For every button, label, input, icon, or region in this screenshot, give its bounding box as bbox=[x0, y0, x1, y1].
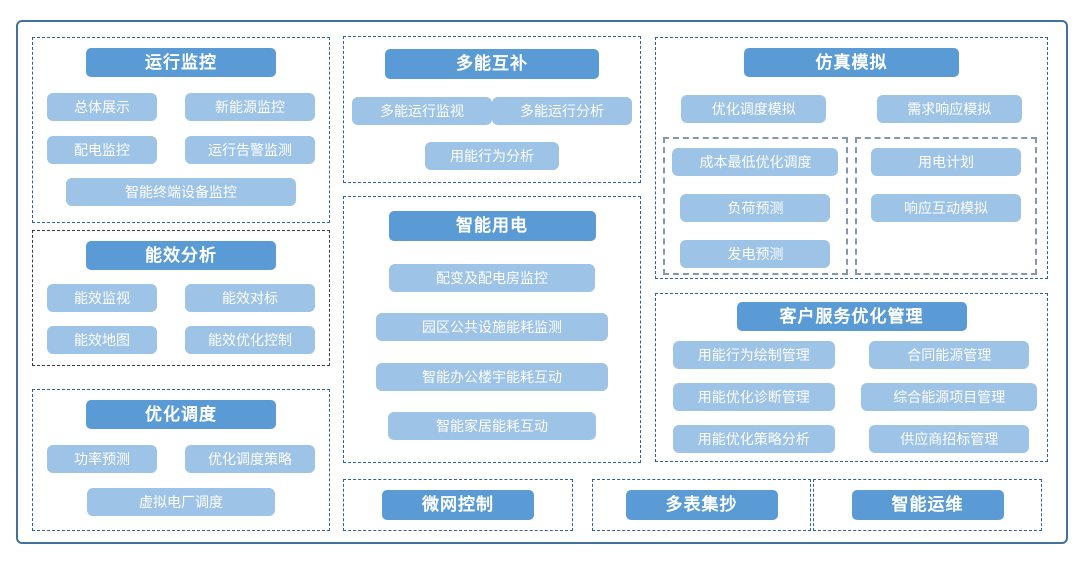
module-item: 能效对标 bbox=[185, 284, 315, 312]
section-title-energy-efficiency-analysis: 能效分析 bbox=[86, 241, 276, 270]
module-row: 多能运行监视 多能运行分析 bbox=[344, 97, 640, 125]
section-title-smart-power-use: 智能用电 bbox=[388, 211, 596, 241]
section-optimization-dispatch: 优化调度 功率预测 优化调度策略 虚拟电厂调度 bbox=[32, 389, 330, 531]
module-item: 合同能源管理 bbox=[869, 341, 1030, 369]
module-column: 配变及配电房监控 园区公共设施能耗监测 智能办公楼宇能耗互动 智能家居能耗互动 bbox=[344, 243, 640, 461]
section-energy-efficiency-analysis: 能效分析 能效监视 能效对标 能效地图 能效优化控制 bbox=[32, 230, 330, 366]
section-title-multi-meter-reading: 多表集抄 bbox=[625, 490, 778, 520]
section-multi-meter-reading: 多表集抄 bbox=[592, 479, 811, 531]
module-item: 发电预测 bbox=[680, 240, 831, 268]
module-item: 能效地图 bbox=[47, 326, 157, 354]
module-item: 园区公共设施能耗监测 bbox=[376, 313, 608, 342]
module-row: 用能行为分析 bbox=[344, 142, 640, 170]
section-title-customer-service-optimization: 客户服务优化管理 bbox=[736, 302, 967, 331]
section-customer-service-optimization: 客户服务优化管理 用能行为绘制管理 合同能源管理 用能优化诊断管理 综合能源项目… bbox=[655, 293, 1048, 462]
module-grid: 用能行为绘制管理 合同能源管理 用能优化诊断管理 综合能源项目管理 用能优化策略… bbox=[656, 341, 1047, 453]
module-row: 总体展示 新能源监控 bbox=[33, 93, 329, 121]
section-smart-power-use: 智能用电 配变及配电房监控 园区公共设施能耗监测 智能办公楼宇能耗互动 智能家居… bbox=[343, 196, 641, 463]
section-title-operation-monitoring: 运行监控 bbox=[86, 48, 276, 77]
section-title-smart-operations: 智能运维 bbox=[851, 490, 1004, 520]
module-row: 功率预测 优化调度策略 bbox=[33, 445, 329, 473]
module-item: 供应商招标管理 bbox=[869, 425, 1030, 453]
module-item: 新能源监控 bbox=[185, 93, 315, 121]
module-row: 虚拟电厂调度 bbox=[33, 488, 329, 516]
module-item: 运行告警监测 bbox=[185, 136, 315, 164]
module-item: 响应互动模拟 bbox=[870, 194, 1021, 222]
module-item: 智能家居能耗互动 bbox=[388, 411, 596, 440]
simulation-subgroups: 成本最低优化调度 负荷预测 发电预测 用电计划 响应互动模拟 bbox=[656, 137, 1047, 275]
module-item: 需求响应模拟 bbox=[876, 95, 1022, 123]
module-row: 能效监视 能效对标 bbox=[33, 284, 329, 312]
subgroup-response-simulation: 用电计划 响应互动模拟 bbox=[854, 137, 1037, 275]
module-item: 负荷预测 bbox=[680, 194, 831, 222]
module-item: 用能优化策略分析 bbox=[672, 425, 835, 453]
section-multi-energy-complementation: 多能互补 多能运行监视 多能运行分析 用能行为分析 bbox=[343, 36, 641, 183]
module-item: 虚拟电厂调度 bbox=[87, 488, 275, 516]
module-item: 智能终端设备监控 bbox=[66, 178, 296, 206]
section-title-simulation: 仿真模拟 bbox=[744, 48, 959, 77]
section-title-optimization-dispatch: 优化调度 bbox=[86, 400, 276, 429]
module-item: 多能运行监视 bbox=[352, 97, 492, 125]
outer-frame bbox=[16, 20, 1068, 544]
section-operation-monitoring: 运行监控 总体展示 新能源监控 配电监控 运行告警监测 智能终端设备监控 bbox=[32, 37, 330, 223]
module-item: 配电监控 bbox=[47, 136, 157, 164]
module-item: 功率预测 bbox=[47, 445, 157, 473]
subgroup-dispatch-simulation: 成本最低优化调度 负荷预测 发电预测 bbox=[663, 137, 848, 275]
module-item: 能效优化控制 bbox=[185, 326, 315, 354]
module-item: 优化调度策略 bbox=[185, 445, 315, 473]
module-item: 优化调度模拟 bbox=[681, 95, 827, 123]
module-item: 总体展示 bbox=[47, 93, 157, 121]
module-item: 用能行为绘制管理 bbox=[672, 341, 835, 369]
module-item: 配变及配电房监控 bbox=[389, 264, 595, 293]
module-item: 用能优化诊断管理 bbox=[672, 383, 835, 411]
module-row: 能效地图 能效优化控制 bbox=[33, 326, 329, 354]
module-item: 能效监视 bbox=[47, 284, 157, 312]
module-item: 成本最低优化调度 bbox=[672, 148, 839, 176]
module-row: 优化调度模拟 需求响应模拟 bbox=[656, 95, 1047, 123]
section-microgrid-control: 微网控制 bbox=[343, 479, 573, 531]
module-item: 多能运行分析 bbox=[492, 97, 632, 125]
module-item: 用能行为分析 bbox=[425, 142, 559, 170]
module-row: 智能终端设备监控 bbox=[33, 178, 329, 206]
module-row: 配电监控 运行告警监测 bbox=[33, 136, 329, 164]
module-item: 智能办公楼宇能耗互动 bbox=[376, 362, 608, 391]
module-item: 综合能源项目管理 bbox=[861, 383, 1038, 411]
section-title-microgrid-control: 微网控制 bbox=[382, 490, 534, 520]
section-title-multi-energy-complementation: 多能互补 bbox=[385, 49, 599, 79]
section-smart-operations: 智能运维 bbox=[813, 479, 1042, 531]
section-simulation: 仿真模拟 优化调度模拟 需求响应模拟 成本最低优化调度 负荷预测 发电预测 用电… bbox=[655, 37, 1048, 279]
module-item: 用电计划 bbox=[870, 148, 1021, 176]
